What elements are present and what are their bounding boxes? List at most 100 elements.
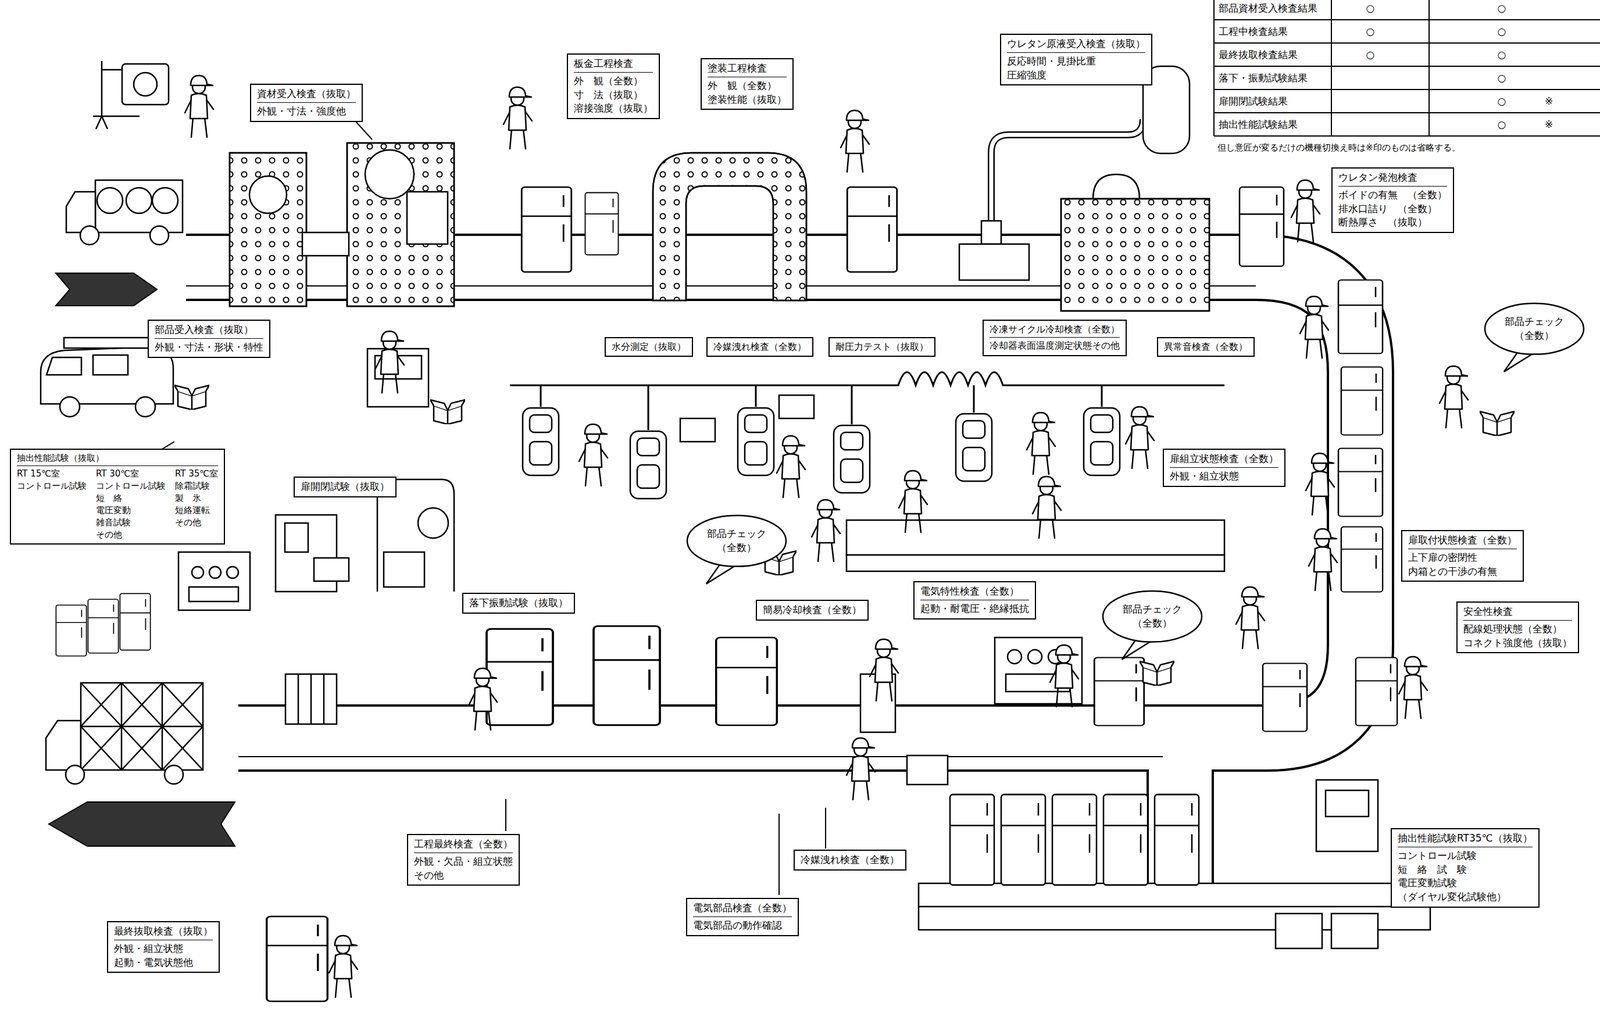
table-cell: ○ xyxy=(1497,72,1507,84)
callout-heading: 電気特性検査（全数） xyxy=(920,584,1030,601)
callout-heading: ウレタン発泡検査 xyxy=(1338,170,1448,187)
inspector-figure xyxy=(1236,587,1265,649)
product-pallet xyxy=(285,674,337,725)
paint-tunnel xyxy=(652,152,807,301)
inspector-figure xyxy=(184,75,1469,998)
callout-text: 断熱厚さ （抜取） xyxy=(1338,215,1448,230)
table-cell: 部品資材受入検査結果 xyxy=(1218,2,1318,14)
callout-heading: 部品受入検査（抜取） xyxy=(154,323,264,339)
refrigerator xyxy=(847,187,898,273)
product-pallet xyxy=(298,674,324,725)
speech-bubble: 部品チェック（全数） xyxy=(686,514,788,569)
test-equipment xyxy=(284,523,309,553)
callout-heading: 水分測定（抜取） xyxy=(611,340,687,354)
delivery-truck xyxy=(126,187,152,214)
callout-text: 電圧変動試験 xyxy=(1397,876,1533,891)
shipping-truck xyxy=(45,720,81,771)
inspection-callout: 耐圧力テスト（抜取） xyxy=(828,337,936,357)
refrigerator xyxy=(266,916,328,1002)
refrigerator xyxy=(1338,448,1383,517)
bubble-outline xyxy=(1101,590,1203,644)
conveyor-belt xyxy=(186,267,1361,739)
callout-text: 除霜試験 xyxy=(175,480,219,493)
test-column: RT 30℃室コントロール試験短 絡電圧変動雑音試験その他 xyxy=(95,468,166,542)
delivery-truck xyxy=(66,180,183,245)
callout-text: RT 35℃室 xyxy=(175,468,219,481)
inspector-figure xyxy=(840,110,870,173)
callout-text: 外 観（全数） xyxy=(707,79,787,94)
urethane-machine xyxy=(1061,198,1210,312)
callout-text: RT 30℃室 xyxy=(95,468,166,481)
test-equipment xyxy=(178,552,250,611)
callout-text: RT 15℃室 xyxy=(16,468,87,481)
delivery-truck xyxy=(80,226,99,245)
inspector-figure xyxy=(1050,645,1079,707)
inspector-figure xyxy=(1398,656,1428,719)
test-equipment xyxy=(313,558,349,582)
callout-text: 電圧変動 xyxy=(95,504,166,517)
callout-text: 起動・電気状態他 xyxy=(113,956,213,971)
test-equipment xyxy=(1275,913,1323,949)
cooling-unit xyxy=(522,408,1120,499)
callout-heading: 部品チェック xyxy=(706,527,767,542)
refrigerant-pipe xyxy=(540,385,1102,431)
inspector-figure xyxy=(1026,412,1056,475)
callout-heading: 部品チェック xyxy=(1122,602,1182,617)
inspection-callout: 冷凍サイクル冷却検査（全数）冷却器表面温度測定状態その他 xyxy=(982,319,1127,357)
inspector-figure xyxy=(869,639,899,702)
delivery-truck xyxy=(152,187,178,214)
refrigerator xyxy=(1355,658,1398,727)
callout-text: （全数） xyxy=(1504,329,1564,344)
shipping-platform xyxy=(918,906,1431,909)
callout-text: 外 観（全数） xyxy=(573,74,653,89)
table-note: 但し意匠が変るだけの機種切換え時は※印のものは省略する。 xyxy=(1217,142,1461,153)
inspector-figure xyxy=(898,470,928,533)
inspection-callout: 最終抜取検査（抜取）外観・組立状態起動・電気状態他 xyxy=(106,921,220,974)
shipping-truck xyxy=(65,765,85,785)
test-equipment xyxy=(226,566,239,579)
callout-text: その他 xyxy=(413,869,513,884)
callout-text: コントロール試験 xyxy=(1397,849,1533,864)
callout-heading: 板金工程検査 xyxy=(573,56,653,73)
table-cell: 抽出性能試験結果 xyxy=(1218,118,1298,131)
leader-line xyxy=(505,799,507,832)
table-cell: ※ xyxy=(1544,118,1553,131)
callout-heading: 扉開閉試験（抜取） xyxy=(300,480,390,495)
press-machine xyxy=(229,152,307,307)
table-cell: 最終抜取検査結果 xyxy=(1218,48,1298,61)
callout-heading: 冷媒洩れ検査（全数） xyxy=(800,853,900,868)
bubble-ellipse xyxy=(1102,591,1202,643)
cooling-unit xyxy=(737,408,774,476)
callout-heading: 安全性検査 xyxy=(1463,605,1573,621)
test-equipment xyxy=(1007,650,1022,664)
callout-heading: 冷凍サイクル冷却検査（全数） xyxy=(989,323,1120,338)
inspector-figure xyxy=(1032,476,1062,539)
refrigerator xyxy=(1001,794,1046,886)
conveyor-belt xyxy=(186,267,1361,890)
callout-text: 外観・組立状態 xyxy=(1169,469,1279,484)
callout-text: （ダイヤル変化試験他） xyxy=(1397,890,1533,905)
speech-bubble: 部品チェック（全数） xyxy=(1483,302,1585,356)
table-cell: ○ xyxy=(1497,48,1507,61)
callout-text: 溶接強度（抜取） xyxy=(573,101,653,116)
urethane-machine xyxy=(959,66,1210,312)
test-equipment xyxy=(418,508,449,539)
callout-text: 排水口詰り （全数） xyxy=(1338,202,1448,217)
loading-arrow xyxy=(48,802,235,847)
refrigerator xyxy=(1094,658,1145,727)
cooling-unit xyxy=(833,425,870,494)
test-equipment xyxy=(1316,780,1378,852)
table-cell: ○ xyxy=(1497,95,1507,107)
receiving-hoist xyxy=(122,63,169,105)
inspector-figure xyxy=(1308,529,1338,591)
test-column: RT 15℃室コントロール試験 xyxy=(16,468,87,542)
refrigerator xyxy=(1341,527,1383,593)
cardboard-box xyxy=(174,385,1515,687)
inspector-figure xyxy=(1300,296,1329,359)
cardboard-box xyxy=(174,385,210,410)
inspection-callout: 簡易冷却検査（全数） xyxy=(755,600,869,621)
callout-text: 製 氷 xyxy=(175,492,219,505)
refrigerator xyxy=(950,794,995,886)
refrigerator xyxy=(1341,367,1383,436)
callout-text: 冷却器表面温度測定状態その他 xyxy=(989,339,1120,353)
